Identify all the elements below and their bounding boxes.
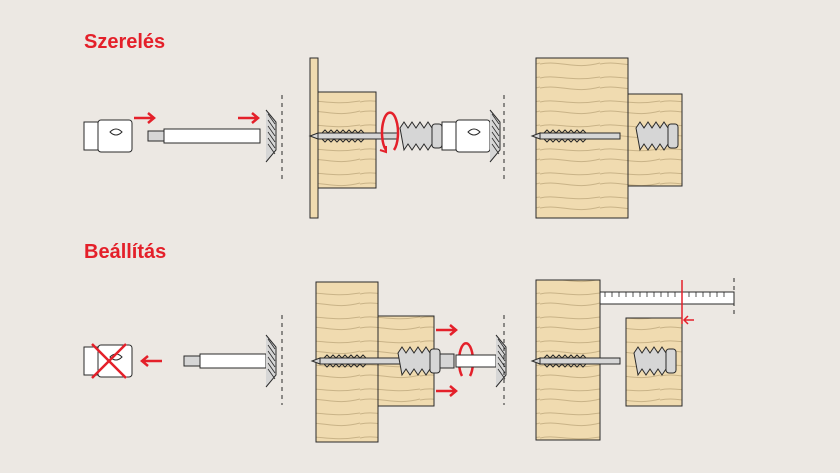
bit-icon	[147, 128, 261, 144]
section-title-mounting: Szerelés	[84, 31, 166, 53]
stop-collar-icon	[397, 346, 441, 376]
push-arrow-icon	[140, 355, 162, 367]
bit-holder-icon	[441, 119, 491, 153]
row-adjustment	[83, 278, 735, 443]
stop-collar-icon	[489, 109, 501, 163]
stop-collar-icon	[265, 334, 277, 388]
stop-collar-icon	[265, 109, 277, 163]
stop-collar-icon	[635, 121, 679, 151]
stop-collar-icon	[633, 346, 677, 376]
push-arrow-icon	[436, 324, 458, 336]
bit-icon	[183, 353, 267, 369]
bit-holder-icon	[83, 119, 133, 153]
push-arrow-icon	[134, 112, 156, 124]
ruler-icon	[599, 278, 735, 325]
section-title-adjustment: Beállítás	[84, 241, 167, 263]
cross-out-icon	[91, 343, 127, 379]
row-mounting	[83, 57, 683, 219]
rotation-arrow-icon	[380, 111, 400, 151]
push-arrow-icon	[436, 385, 458, 397]
stop-collar-icon	[399, 121, 443, 151]
push-arrow-icon	[238, 112, 260, 124]
